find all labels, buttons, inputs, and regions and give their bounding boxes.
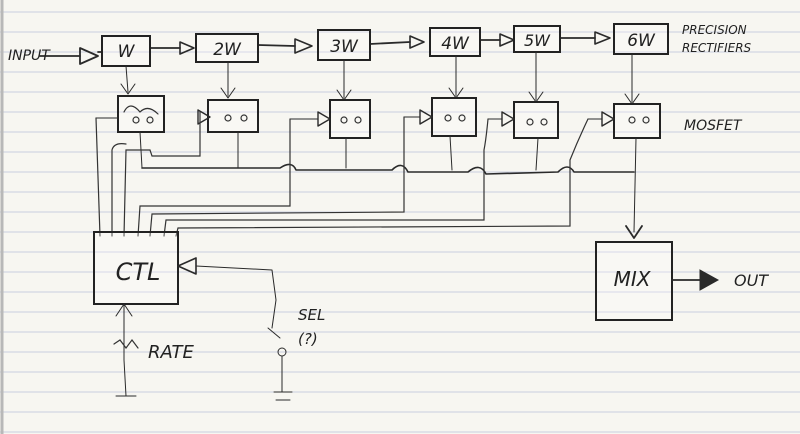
summing-bus [139,131,643,239]
signal-chain [39,31,611,65]
rectifiers-label: RECTIFIERS [682,41,752,55]
rectifier-to-mosfet-arrows [120,51,640,105]
rectifier-4w: 4W [429,27,481,57]
mosfet-1 [95,95,165,133]
out-label: OUT [734,271,769,290]
mosfet-label: MOSFET [684,118,743,134]
rate-input: RATE [113,303,195,397]
mosfet-5 [487,101,559,139]
mix-block: MIX OUT [595,241,769,321]
rectifier-6w: 6W [613,23,669,55]
mix-label: MIX [614,267,652,291]
rectifier-4w-label: 4W [441,34,470,54]
mosfet-6 [587,103,661,139]
rectifier-w-label: W [118,42,136,62]
rate-label: RATE [148,342,195,363]
rectifier-6w-label: 6W [627,31,656,51]
rectifier-3w: 3W [317,29,371,61]
sel-label: SEL [298,306,325,324]
mosfet-4 [403,97,477,137]
rectifier-2w: 2W [195,33,259,63]
ctl-label: CTL [116,258,161,286]
rectifier-2w-label: 2W [213,40,242,60]
rectifier-5w-label: 5W [524,31,551,50]
precision-label: PRECISION [682,23,747,37]
input-buffer-triangle [79,47,99,65]
input-label: INPUT [8,48,51,64]
mosfet-2 [197,99,259,133]
rectifier-5w: 5W [513,25,561,53]
mosfet-3 [289,99,371,139]
rectifier-w: W [101,35,151,67]
ctl-block: CTL [93,231,281,339]
sel-switch: SEL (?) [273,306,325,401]
sel-question-label: (?) [298,330,318,348]
rectifier-3w-label: 3W [330,37,359,57]
control-lines [95,111,589,237]
